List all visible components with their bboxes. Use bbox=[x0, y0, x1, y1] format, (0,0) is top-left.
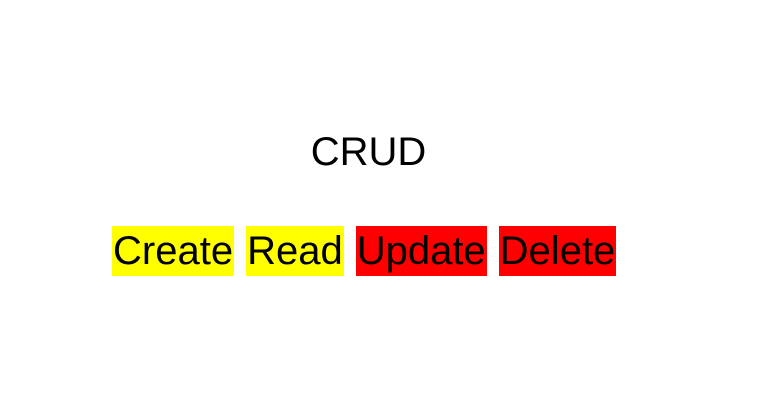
delete-button[interactable]: Delete bbox=[498, 226, 617, 276]
crud-operations: Create Read Update Delete bbox=[112, 226, 617, 276]
create-button[interactable]: Create bbox=[112, 226, 235, 276]
page-title: CRUD bbox=[310, 130, 427, 174]
read-button[interactable]: Read bbox=[246, 226, 344, 276]
update-button[interactable]: Update bbox=[355, 226, 487, 276]
